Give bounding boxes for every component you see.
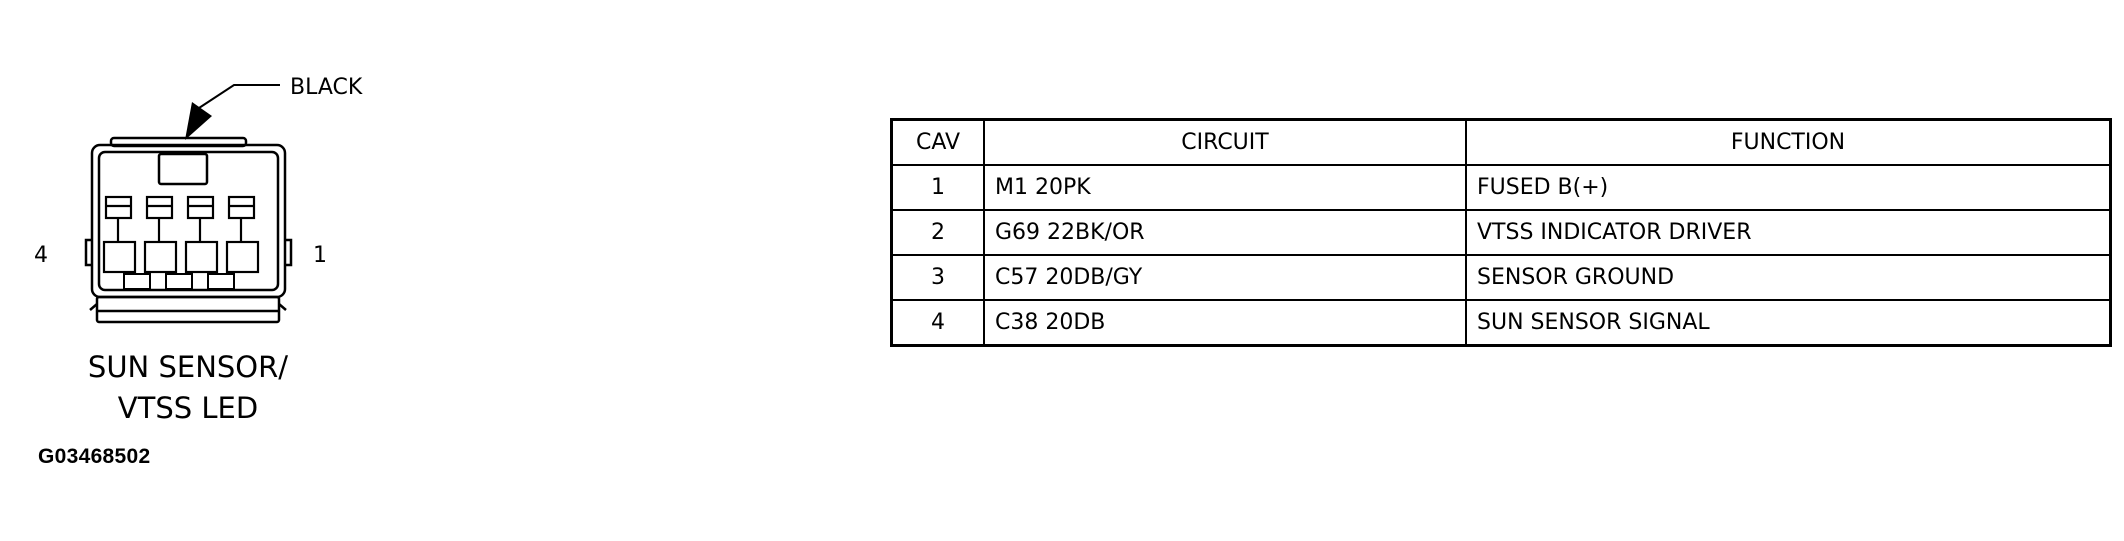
pin-label-left: 4: [34, 243, 48, 268]
cavity-terminals-upper: [104, 195, 256, 242]
cell-cav: 4: [890, 299, 985, 347]
header-circuit: CIRCUIT: [983, 118, 1467, 166]
connector-body: [84, 136, 293, 324]
color-callout-label: BLACK: [290, 75, 363, 100]
header-cav: CAV: [890, 118, 985, 166]
table-header-row: CAV CIRCUIT FUNCTION: [890, 118, 2112, 166]
table-row: 3 C57 20DB/GY SENSOR GROUND: [890, 254, 2112, 301]
pin-label-right: 1: [313, 243, 327, 268]
figure-code: G03468502: [38, 445, 151, 468]
cell-cav: 2: [890, 209, 985, 256]
cell-circuit: C57 20DB/GY: [983, 254, 1467, 301]
color-callout-leader: [198, 84, 280, 109]
cell-function: SUN SENSOR SIGNAL: [1465, 299, 2112, 347]
pin-function-table: CAV CIRCUIT FUNCTION 1 M1 20PK FUSED B(+…: [890, 118, 2112, 347]
connector-diagram: BLACK: [34, 75, 363, 425]
connector-name-line1: SUN SENSOR/: [88, 350, 288, 384]
connector-bottom-pads: [123, 273, 235, 290]
table-row: 4 C38 20DB SUN SENSOR SIGNAL: [890, 299, 2112, 347]
cell-cav: 1: [890, 164, 985, 211]
header-function: FUNCTION: [1465, 118, 2112, 166]
cell-cav: 3: [890, 254, 985, 301]
cell-circuit: G69 22BK/OR: [983, 209, 1467, 256]
cell-circuit: M1 20PK: [983, 164, 1467, 211]
callout-arrow-icon: [185, 102, 212, 140]
cell-circuit: C38 20DB: [983, 299, 1467, 347]
table-row: 2 G69 22BK/OR VTSS INDICATOR DRIVER: [890, 209, 2112, 256]
cell-function: FUSED B(+): [1465, 164, 2112, 211]
cell-function: VTSS INDICATOR DRIVER: [1465, 209, 2112, 256]
connector-name-line2: VTSS LED: [118, 391, 258, 425]
cell-function: SENSOR GROUND: [1465, 254, 2112, 301]
table-row: 1 M1 20PK FUSED B(+): [890, 164, 2112, 211]
cavity-terminals-lower: [102, 240, 260, 274]
